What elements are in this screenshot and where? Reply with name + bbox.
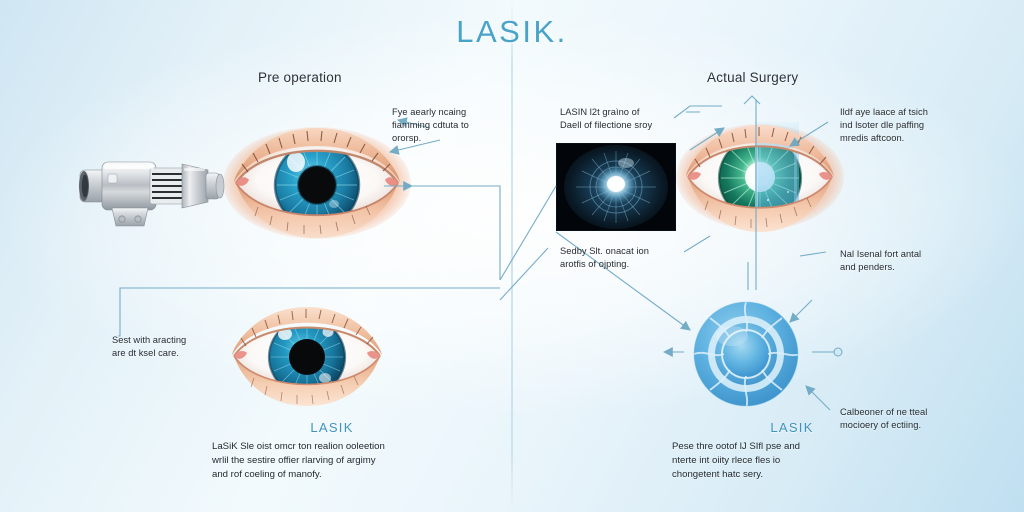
section-header-actual-surgery: Actual Surgery xyxy=(707,70,799,85)
caption-left-title: LASIK xyxy=(310,420,354,435)
caption-right-body: Pese thre ootof lJ SIfl pse and nterte i… xyxy=(672,441,800,481)
center-divider xyxy=(511,0,513,512)
caption-left-body: LaSiK Sle oist omcr ton realion ooleetio… xyxy=(212,441,385,481)
annotation-scan-bottom: Sedby Slt. onacat ion arotfis of ojpting… xyxy=(560,246,649,270)
page-title: LASIK. xyxy=(456,14,568,49)
eye-pre-op-figure xyxy=(222,126,412,241)
annotation-surgery-mid-right: Nal Isenal fort antal and penders. xyxy=(840,249,922,273)
eye-lower-left-figure xyxy=(222,306,392,406)
caption-left: LASIK LaSiK Sle oist omcr ton realion oo… xyxy=(212,420,452,483)
annotation-lower-left: Sest with aracting are dt ksel care. xyxy=(112,335,187,359)
iris-scan-figure xyxy=(555,142,677,232)
annotation-scan-top: LASIN l2t graìno of Daell of filectione … xyxy=(560,107,653,131)
laser-device-figure xyxy=(78,148,230,232)
annotation-diagram-lower-right: Calbeoner of ne tteal mocioery of ectiin… xyxy=(840,407,928,431)
caption-right: LASIK Pese thre ootof lJ SIfl pse and nt… xyxy=(672,420,912,483)
annotation-surgery-top-right: Ildf aye laace af tsich ind lsoter dle p… xyxy=(840,107,928,144)
cornea-diagram-figure xyxy=(684,292,812,414)
section-header-pre-operation: Pre operation xyxy=(258,70,342,85)
caption-right-title: LASIK xyxy=(770,420,814,435)
annotation-eye-top-left: Fye aearly ncaing fiamming cdtuta to oro… xyxy=(392,107,469,144)
